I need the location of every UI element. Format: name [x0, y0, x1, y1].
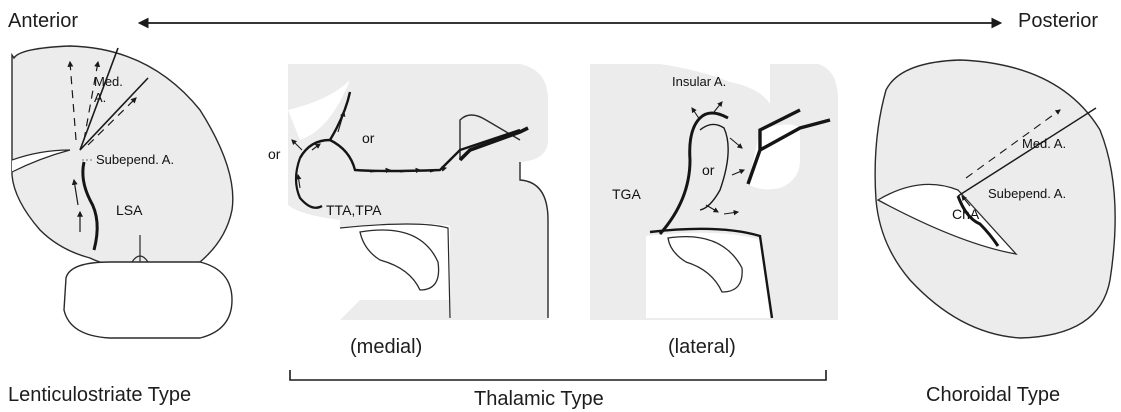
subependymal-artery-label: Subepend. A.: [96, 152, 174, 167]
anterior-label: Anterior: [8, 10, 78, 33]
medial-caption: (medial): [350, 336, 422, 359]
thalamic-bracket: [290, 370, 826, 380]
posterior-label: Posterior: [1018, 10, 1098, 33]
lenticulostriate-panel: [12, 46, 233, 338]
thalamic-caption: Thalamic Type: [474, 388, 604, 411]
lenticulostriate-caption: Lenticulostriate Type: [8, 384, 191, 407]
medial-artery-label-line2: A.: [94, 90, 106, 105]
cha-label: ChA: [952, 206, 979, 222]
lateral-caption: (lateral): [668, 336, 736, 359]
choroidal-caption: Choroidal Type: [926, 384, 1060, 407]
lsa-label: LSA: [116, 202, 142, 218]
or-label-lateral: or: [702, 162, 714, 178]
lower-lobe-outline: [64, 262, 232, 338]
insular-artery-label: Insular A.: [672, 74, 726, 89]
choroidal-subependymal-label: Subepend. A.: [988, 186, 1066, 201]
or-label-medial: or: [362, 130, 374, 146]
choroidal-medial-artery-label: Med. A.: [1022, 136, 1066, 151]
tta-tpa-label: TTA,TPA: [326, 202, 381, 218]
tga-label: TGA: [612, 186, 641, 202]
medial-artery-label-line1: Med.: [94, 74, 123, 89]
or-label-left: or: [268, 146, 280, 162]
thalamic-medial-panel: [288, 64, 548, 320]
